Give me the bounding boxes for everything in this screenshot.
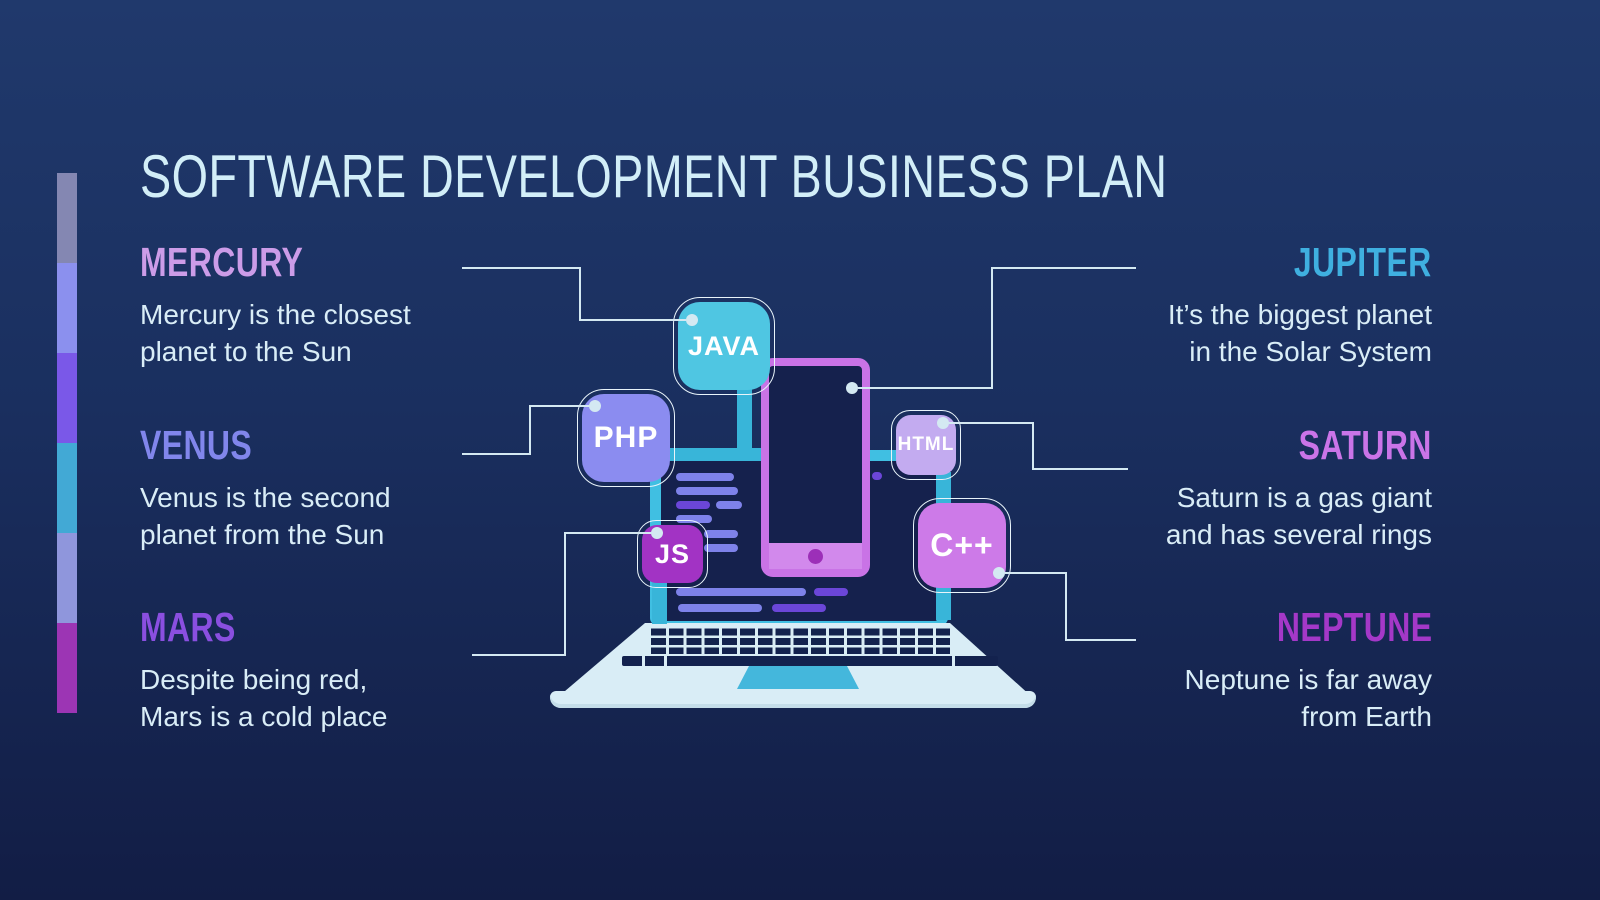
js-stem [652, 580, 667, 624]
php-stem [662, 448, 764, 461]
laptop-key-row [622, 656, 998, 666]
code-line [678, 604, 762, 612]
accent-bar [57, 173, 77, 713]
code-line [704, 530, 738, 538]
java-badge-label: JAVA [687, 330, 760, 361]
desc-line: from Earth [1301, 701, 1432, 732]
section-venus: VENUS Venus is the second planet from th… [140, 421, 500, 553]
php-badge: PHP [577, 389, 675, 487]
php-badge-outline [577, 389, 675, 487]
desc-line: It’s the biggest planet [1167, 299, 1432, 330]
desc-line: Mercury is the closest [140, 299, 411, 330]
code-line [676, 487, 738, 495]
desc-line: planet to the Sun [140, 336, 352, 367]
section-mars: MARS Despite being red, Mars is a cold p… [140, 603, 500, 735]
php-badge-label: PHP [593, 421, 659, 454]
section-mercury-title: MERCURY [140, 238, 500, 286]
section-mercury-title-text: MERCURY [140, 239, 304, 285]
cpp-badge-label: C++ [930, 527, 994, 563]
desc-line: planet from the Sun [140, 519, 385, 550]
section-venus-title-text: VENUS [140, 422, 253, 468]
code-line [716, 501, 742, 509]
laptop-keys [648, 626, 950, 654]
js-badge: JS [637, 520, 708, 588]
desc-line: Venus is the second [140, 482, 391, 513]
section-venus-title: VENUS [140, 421, 500, 469]
html-badge-outline [891, 410, 961, 480]
section-neptune: NEPTUNE Neptune is far away from Earth [1072, 603, 1432, 735]
section-jupiter: JUPITER It’s the biggest planet in the S… [1072, 238, 1432, 370]
java-badge: JAVA [673, 297, 775, 395]
accent-segment-1 [57, 173, 77, 263]
code-line [676, 473, 734, 481]
accent-segment-5 [57, 533, 77, 623]
cpp-badge: C++ [913, 498, 1011, 593]
desc-line: Neptune is far away [1184, 664, 1432, 695]
code-line [676, 501, 710, 509]
html-badge: HTML [891, 410, 961, 480]
section-mercury: MERCURY Mercury is the closest planet to… [140, 238, 500, 370]
desc-line: in the Solar System [1189, 336, 1432, 367]
desc-line: Saturn is a gas giant [1176, 482, 1432, 513]
section-neptune-title-text: NEPTUNE [1276, 604, 1432, 650]
section-saturn-title: SATURN [1072, 421, 1432, 469]
laptop-base [550, 691, 1036, 708]
accent-segment-4 [57, 443, 77, 533]
js-badge-label: JS [654, 538, 691, 569]
page-title: SOFTWARE DEVELOPMENT BUSINESS PLAN [140, 142, 1457, 211]
section-jupiter-title: JUPITER [1072, 238, 1432, 286]
phone-illustration [761, 358, 870, 577]
section-jupiter-desc: It’s the biggest planet in the Solar Sys… [1072, 296, 1432, 370]
section-mercury-desc: Mercury is the closest planet to the Sun [140, 296, 500, 370]
desc-line: and has several rings [1165, 519, 1432, 550]
section-mars-title-text: MARS [140, 604, 236, 650]
page-title-text: SOFTWARE DEVELOPMENT BUSINESS PLAN [140, 143, 1168, 211]
section-mars-desc: Despite being red, Mars is a cold place [140, 661, 500, 735]
section-saturn: SATURN Saturn is a gas giant and has sev… [1072, 421, 1432, 553]
section-neptune-title: NEPTUNE [1072, 603, 1432, 651]
section-saturn-desc: Saturn is a gas giant and has several ri… [1072, 479, 1432, 553]
code-line [872, 472, 882, 480]
accent-segment-6 [57, 623, 77, 713]
cpp-badge-outline [913, 498, 1011, 593]
code-line [676, 588, 806, 596]
js-badge-outline [637, 520, 708, 588]
code-line [704, 544, 738, 552]
desc-line: Mars is a cold place [140, 701, 388, 732]
code-line [676, 515, 712, 523]
desc-line: Despite being red, [140, 664, 368, 695]
accent-segment-3 [57, 353, 77, 443]
phone-home-button [808, 549, 823, 564]
java-badge-outline [673, 297, 775, 395]
java-stem [737, 386, 752, 458]
section-saturn-title-text: SATURN [1298, 422, 1432, 468]
code-line [814, 588, 848, 596]
laptop-trackpad [737, 666, 859, 689]
section-venus-desc: Venus is the second planet from the Sun [140, 479, 500, 553]
section-neptune-desc: Neptune is far away from Earth [1072, 661, 1432, 735]
accent-segment-2 [57, 263, 77, 353]
section-jupiter-title-text: JUPITER [1294, 239, 1432, 285]
code-line [772, 604, 826, 612]
section-mars-title: MARS [140, 603, 500, 651]
html-badge-label: HTML [897, 434, 955, 455]
